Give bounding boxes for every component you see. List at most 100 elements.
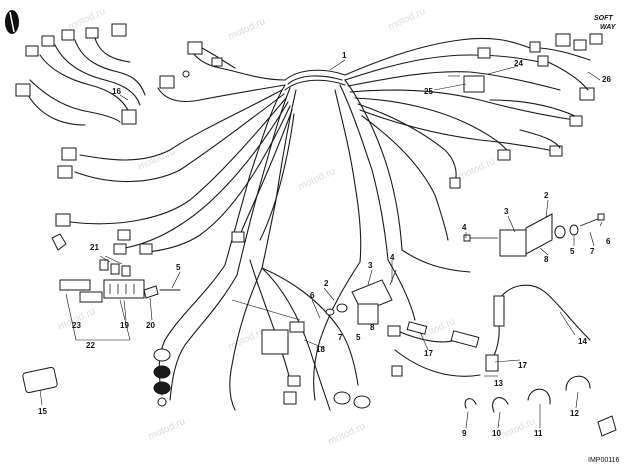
- callout-label: 2: [544, 191, 549, 200]
- callout-label: 7: [590, 247, 595, 256]
- clamp-icon: [565, 375, 591, 391]
- bolt-icon: [597, 213, 605, 221]
- junction-box-icon: [261, 329, 289, 355]
- connector-icon: [287, 375, 301, 387]
- callout-label: 6: [310, 291, 315, 300]
- connector-icon: [391, 365, 403, 377]
- callout-label: 18: [316, 345, 325, 354]
- callout-label: 3: [504, 207, 509, 216]
- screw-icon: [463, 234, 471, 242]
- fuse-icon: [110, 263, 120, 275]
- callout-label: 12: [570, 409, 579, 418]
- main-harness: [69, 37, 576, 411]
- connector-group-16: [15, 23, 146, 126]
- connector-icon: [497, 149, 511, 161]
- terminal-icon: [51, 233, 67, 251]
- fuse-icon: [99, 259, 109, 271]
- relay-icon: [499, 229, 527, 257]
- right-connectors: [449, 33, 603, 189]
- connector-icon: [121, 109, 137, 125]
- callout-label: 5: [356, 333, 361, 342]
- watermark: motod.ru: [327, 421, 367, 448]
- callout-label: 10: [492, 429, 501, 438]
- connector-icon: [187, 41, 203, 55]
- fuse-cover-icon: [79, 291, 103, 303]
- callout-label: 26: [602, 75, 611, 84]
- callout-label: 15: [38, 407, 47, 416]
- regulator-assembly: [325, 269, 397, 325]
- callout-label: 19: [120, 321, 129, 330]
- plug-cap-icon: [406, 321, 428, 335]
- callout-label: 6: [606, 237, 611, 246]
- callout-label: 23: [72, 321, 81, 330]
- connector-icon: [61, 29, 75, 41]
- callout-label: 17: [424, 349, 433, 358]
- top-connectors: [187, 41, 236, 69]
- bottom-left-connectors: [153, 321, 403, 409]
- connector-icon: [579, 87, 595, 101]
- connector-icon: [231, 231, 245, 243]
- connector-icon: [537, 55, 549, 67]
- watermark: motod.ru: [457, 156, 497, 183]
- ring-terminal-icon: [182, 70, 190, 78]
- callout-label: 20: [146, 321, 155, 330]
- callout-label: 4: [390, 253, 395, 262]
- fuse-cover-icon: [59, 279, 91, 291]
- connector-icon: [153, 348, 171, 362]
- connector-icon: [41, 35, 55, 47]
- connector-icon: [111, 23, 127, 37]
- corner-logo-icon: [5, 10, 19, 34]
- connector-icon: [25, 45, 39, 57]
- connector-icon: [85, 27, 99, 39]
- connector-icon: [283, 391, 297, 405]
- plug-cap-icon: [450, 330, 480, 348]
- connector-icon: [143, 285, 159, 299]
- drawing-code: IMP00116: [588, 457, 619, 464]
- connector-icon: [55, 213, 71, 227]
- callout-label: 1: [342, 51, 347, 60]
- connector-icon: [589, 33, 603, 45]
- cap-icon: [597, 415, 617, 437]
- watermark: motod.ru: [227, 16, 267, 43]
- left-connectors: [51, 70, 245, 255]
- washer-icon: [336, 303, 348, 313]
- connector-icon: [139, 243, 153, 255]
- connector-icon: [117, 229, 131, 241]
- connector-icon: [159, 75, 175, 89]
- connector-icon: [153, 365, 171, 379]
- watermark: motod.ru: [137, 146, 177, 173]
- callout-label: 17: [518, 361, 527, 370]
- plug-cap-icon: [493, 295, 505, 327]
- callout-label: 16: [112, 87, 121, 96]
- callout-label: 8: [544, 255, 549, 264]
- clamp-icon: [464, 398, 477, 409]
- clamp-icon: [492, 397, 509, 413]
- connector-icon: [569, 115, 583, 127]
- connector-icon: [153, 381, 171, 395]
- connector-icon: [477, 47, 491, 59]
- callout-label: 2: [324, 279, 329, 288]
- connector-icon: [449, 177, 461, 189]
- connector-icon: [61, 147, 77, 161]
- callout-label: 11: [534, 429, 543, 438]
- connector-icon: [113, 243, 127, 255]
- watermark: motod.ru: [387, 6, 427, 33]
- clamp-icon: [527, 388, 551, 405]
- brand-logo-line1: SOFT: [594, 15, 613, 22]
- callout-label: 7: [338, 333, 343, 342]
- connector-icon: [15, 83, 31, 97]
- callout-label: 9: [462, 429, 467, 438]
- callout-label: 3: [368, 261, 373, 270]
- washer-icon: [554, 225, 566, 239]
- callout-label: 8: [370, 323, 375, 332]
- connector-icon: [555, 33, 571, 47]
- callout-numbers: 1 16 24 25 26 3 2 4 8 5 7 6 21 5 3 4 2 6…: [38, 51, 611, 438]
- callout-label: 14: [578, 337, 587, 346]
- spacer-icon: [569, 224, 579, 236]
- fuse-icon: [121, 265, 131, 277]
- bracket-icon: [357, 303, 379, 325]
- brand-logo: SOFT WAY: [594, 15, 617, 31]
- rubber-pad-icon: [22, 366, 58, 394]
- ignition-leads: [394, 284, 591, 377]
